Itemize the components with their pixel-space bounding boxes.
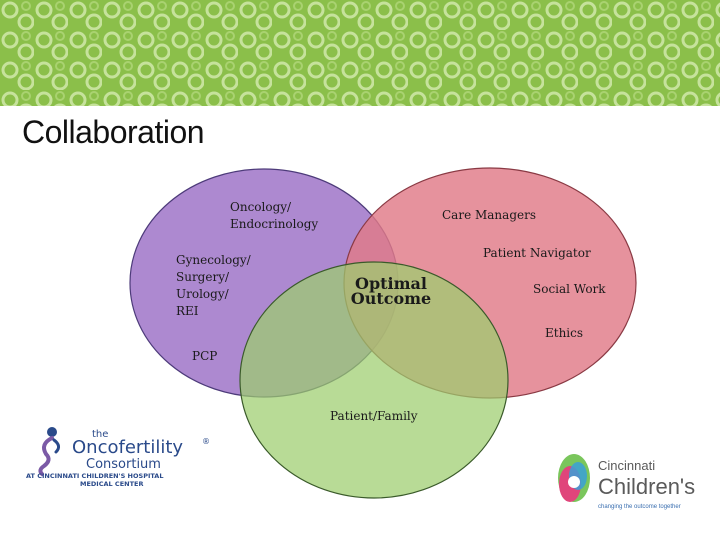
label-oncology: Oncology/ Endocrinology — [230, 200, 319, 231]
slide-title: Collaboration — [22, 114, 205, 150]
logo-left-oncofertility: Oncofertility — [72, 437, 183, 458]
logo-left-hospital: AT CINCINNATI CHILDREN'S HOSPITAL — [26, 472, 163, 480]
label-ethics: Ethics — [545, 326, 584, 340]
logo-right-childrens: Children's — [598, 474, 695, 499]
label-gynecology: Gynecology/ Surgery/ Urology/ REI — [176, 253, 251, 318]
logo-right-cincinnati: Cincinnati — [598, 458, 655, 473]
logo-left-the: the — [92, 429, 108, 440]
label-care-managers: Care Managers — [442, 208, 536, 222]
cincinnati-childrens-logo: Cincinnati Children's changing the outco… — [558, 454, 695, 510]
label-social-work: Social Work — [533, 282, 606, 296]
oncofertility-consortium-logo: the Oncofertility ® Consortium AT CINCIN… — [26, 427, 210, 488]
label-pcp: PCP — [192, 349, 218, 363]
logo-left-consortium: Consortium — [86, 457, 161, 472]
svg-text:®: ® — [202, 437, 210, 446]
label-patient-navigator: Patient Navigator — [483, 246, 591, 260]
logo-left-medical-center: MEDICAL CENTER — [80, 480, 143, 488]
label-patient-family: Patient/Family — [330, 409, 418, 423]
header-banner — [0, 0, 720, 106]
logo-right-tagline: changing the outcome together — [598, 504, 681, 510]
label-optimal-outcome: Optimal Outcome — [350, 274, 432, 308]
venn-circle-patient — [239, 261, 509, 499]
